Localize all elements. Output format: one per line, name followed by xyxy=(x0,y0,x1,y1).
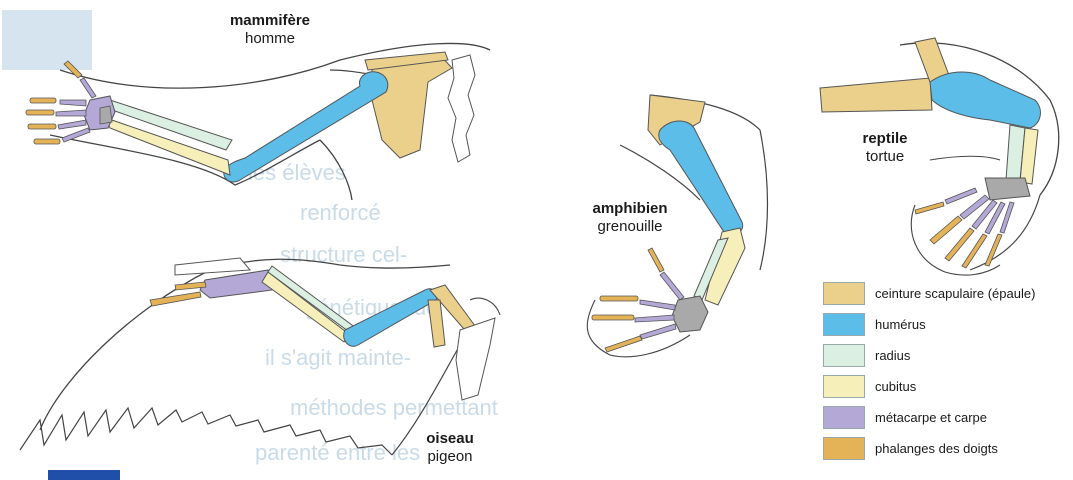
human-arm xyxy=(26,43,490,200)
legend-item: ceinture scapulaire (épaule) xyxy=(823,280,1035,306)
legend-item: radius xyxy=(823,342,1035,368)
legend-item: humérus xyxy=(823,311,1035,337)
amphibian-species-name: grenouille xyxy=(580,218,680,236)
bird-label: oiseau pigeon xyxy=(410,430,490,466)
amphibian-label: amphibien grenouille xyxy=(580,200,680,236)
legend-label: ceinture scapulaire (épaule) xyxy=(875,286,1035,301)
legend-swatch xyxy=(823,313,865,336)
pigeon-wing xyxy=(20,258,500,455)
mammal-class-name: mammifère xyxy=(215,12,325,30)
mammal-species-name: homme xyxy=(215,30,325,48)
bird-species-name: pigeon xyxy=(410,448,490,466)
legend-label: radius xyxy=(875,348,910,363)
legend-swatch xyxy=(823,406,865,429)
amphibian-class-name: amphibien xyxy=(580,200,680,218)
legend-swatch xyxy=(823,375,865,398)
legend-label: phalanges des doigts xyxy=(875,441,998,456)
reptile-species-name: tortue xyxy=(845,148,925,166)
legend-swatch xyxy=(823,282,865,305)
legend-label: cubitus xyxy=(875,379,916,394)
legend-swatch xyxy=(823,344,865,367)
bone-legend: ceinture scapulaire (épaule) humérus rad… xyxy=(823,280,1035,466)
reptile-class-name: reptile xyxy=(845,130,925,148)
legend-item: métacarpe et carpe xyxy=(823,404,1035,430)
mammal-label: mammifère homme xyxy=(215,12,325,48)
legend-label: humérus xyxy=(875,317,926,332)
bird-class-name: oiseau xyxy=(410,430,490,448)
legend-swatch xyxy=(823,437,865,460)
legend-label: métacarpe et carpe xyxy=(875,410,987,425)
legend-item: phalanges des doigts xyxy=(823,435,1035,461)
reptile-label: reptile tortue xyxy=(845,130,925,166)
legend-item: cubitus xyxy=(823,373,1035,399)
